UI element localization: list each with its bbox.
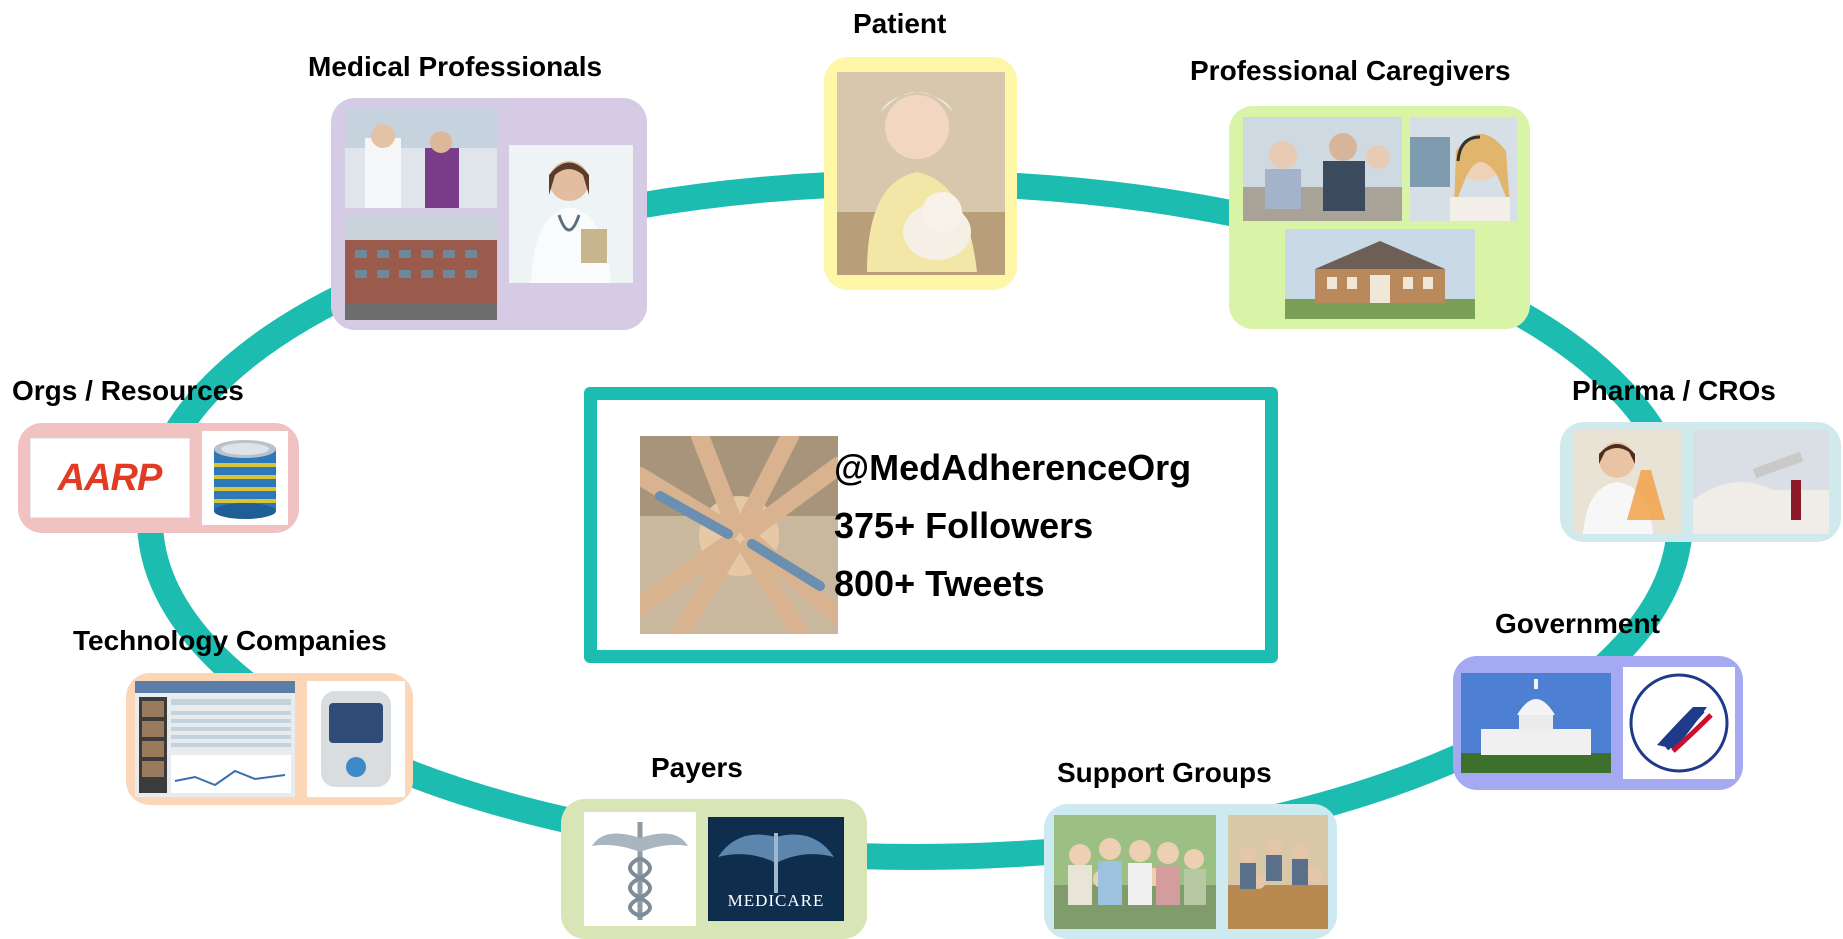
pharmacy-photo bbox=[345, 108, 497, 208]
care-facility-photo bbox=[1284, 228, 1475, 319]
orgs-node: AARP bbox=[18, 423, 299, 533]
government-node bbox=[1453, 656, 1743, 790]
followers-count: 375+ Followers bbox=[834, 505, 1094, 546]
doctor-photo bbox=[509, 145, 633, 283]
payers-node: MEDICARE bbox=[561, 799, 867, 939]
support-node bbox=[1044, 804, 1337, 939]
hospital-building-photo bbox=[345, 216, 497, 320]
hhs-seal-icon bbox=[1623, 667, 1735, 779]
patient-node bbox=[824, 57, 1017, 290]
orgs-label: Orgs / Resources bbox=[12, 375, 244, 406]
medicare-logo: MEDICARE bbox=[708, 817, 844, 921]
pharma-label: Pharma / CROs bbox=[1572, 375, 1776, 406]
technology-node bbox=[126, 673, 413, 805]
aarp-logo: AARP bbox=[29, 438, 190, 518]
family-group-photo bbox=[1053, 814, 1216, 929]
database-icon bbox=[201, 431, 288, 525]
medical-node bbox=[331, 98, 647, 330]
twitter-handle: @MedAdherenceOrg bbox=[834, 447, 1192, 488]
medical-label: Medical Professionals bbox=[308, 51, 603, 82]
lab-child-photo bbox=[1572, 430, 1681, 534]
blood-sample-photo bbox=[1692, 430, 1829, 534]
medical-device-photo bbox=[306, 681, 405, 797]
patient-label: Patient bbox=[853, 8, 947, 39]
caregivers-node bbox=[1229, 106, 1530, 329]
support-label: Support Groups bbox=[1057, 757, 1272, 788]
caduceus-icon bbox=[584, 812, 696, 926]
technology-label: Technology Companies bbox=[73, 625, 387, 656]
caregiver-visit-photo bbox=[1242, 116, 1402, 221]
hands-together-photo bbox=[640, 436, 838, 634]
tweets-count: 800+ Tweets bbox=[834, 563, 1045, 604]
payers-label: Payers bbox=[651, 752, 743, 783]
caregivers-label: Professional Caregivers bbox=[1190, 55, 1511, 86]
capitol-icon bbox=[1461, 673, 1611, 773]
pharma-node bbox=[1560, 422, 1841, 542]
call-center-photo bbox=[1409, 116, 1517, 221]
twitter-stats-box: @MedAdherenceOrg 375+ Followers 800+ Twe… bbox=[584, 387, 1278, 663]
medicare-wings-icon bbox=[718, 833, 834, 893]
government-label: Government bbox=[1495, 608, 1660, 639]
patient-with-dog-photo bbox=[836, 72, 1005, 275]
aarp-logo-text: AARP bbox=[57, 456, 163, 499]
software-screenshot-photo bbox=[134, 681, 295, 797]
support-circle-photo bbox=[1227, 814, 1328, 929]
medicare-logo-text: MEDICARE bbox=[727, 891, 825, 910]
